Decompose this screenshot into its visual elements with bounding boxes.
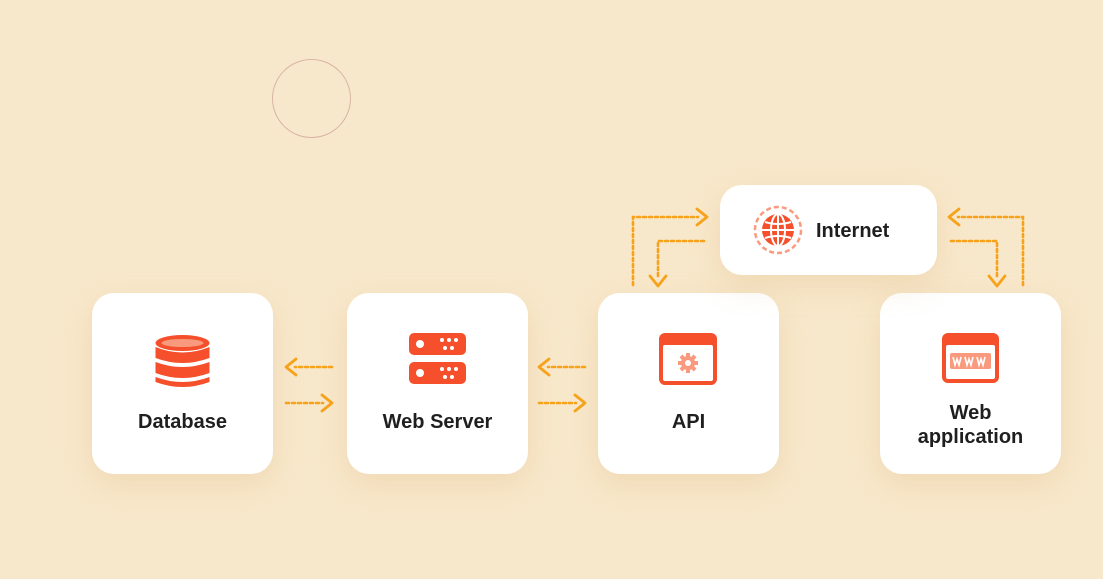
node-label-web-server: Web Server: [382, 411, 493, 433]
edge-internet-to-api: [656, 239, 706, 279]
edge-internet-to-webapp: [949, 239, 999, 279]
globe-icon: [753, 205, 803, 255]
database-icon: [155, 335, 210, 387]
node-label-web-application-line1: Web: [949, 402, 992, 424]
www-window-icon: [942, 333, 999, 383]
node-label-api: API: [671, 411, 706, 433]
node-label-internet: Internet: [816, 220, 890, 242]
arrowhead-down-icon: [648, 274, 668, 288]
edge-api-to-internet: [631, 215, 700, 287]
node-api: API: [598, 293, 779, 474]
arrowhead-left-icon: [537, 357, 551, 377]
node-label-web-application-line2: application: [917, 426, 1024, 448]
node-web-application: Web application: [880, 293, 1061, 474]
arrowhead-right-icon: [573, 393, 587, 413]
arrowhead-right-icon: [320, 393, 334, 413]
arrowhead-down-icon: [987, 274, 1007, 288]
node-internet: Internet: [720, 185, 937, 275]
arrowhead-right-icon: [695, 207, 709, 227]
api-window-icon: [659, 333, 717, 385]
node-web-server: Web Server: [347, 293, 528, 474]
decorative-circle: [272, 59, 351, 138]
arrowhead-left-icon: [284, 357, 298, 377]
server-icon: [409, 333, 466, 384]
node-database: Database: [92, 293, 273, 474]
node-label-database: Database: [138, 411, 227, 433]
edge-webapp-to-internet: [956, 215, 1025, 287]
arrowhead-left-icon: [947, 207, 961, 227]
